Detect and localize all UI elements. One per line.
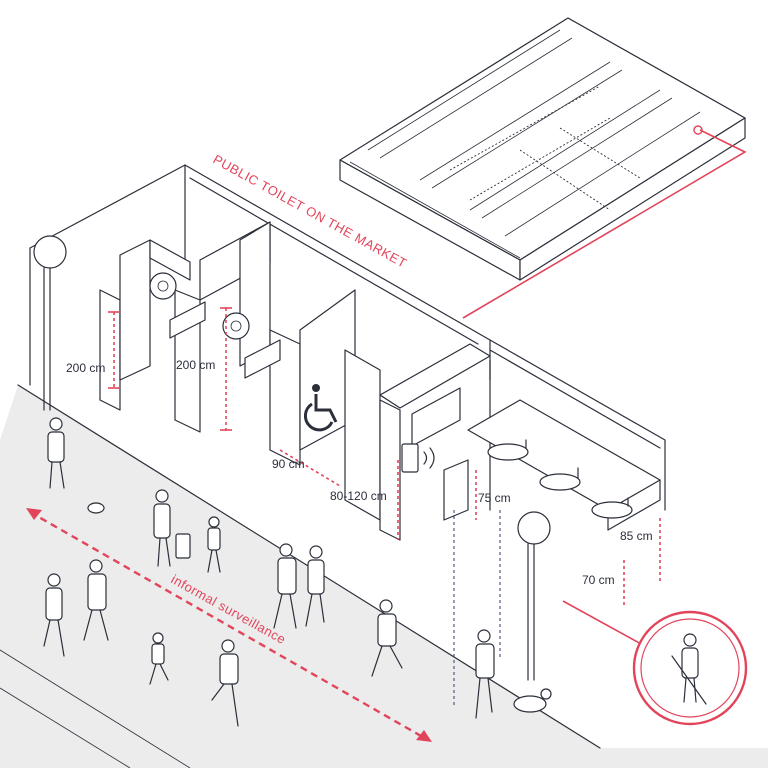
jogger	[371, 599, 403, 677]
counter-high-label: 85 cm	[620, 529, 653, 543]
connector-cleaner	[562, 600, 653, 651]
toilets	[169, 301, 281, 379]
person-with-guide-dog	[475, 629, 552, 719]
cleaner-icon	[632, 610, 748, 726]
market-block	[339, 17, 746, 281]
toilet-paper-icon	[149, 272, 250, 340]
surveillance-arrow	[26, 508, 432, 742]
child-2	[149, 632, 169, 685]
stall-height-mid-label: 200 cm	[176, 358, 215, 372]
bin-height-label: 75 cm	[478, 491, 511, 505]
waste-bin	[443, 459, 469, 521]
couple-left	[43, 559, 109, 657]
rail-height-label: 80-120 cm	[330, 489, 387, 503]
couple-middle	[273, 543, 325, 629]
sinks	[487, 439, 633, 519]
hand-dryer-icon	[401, 443, 435, 473]
connector-market	[462, 129, 747, 319]
counter-low-label: 70 cm	[582, 573, 615, 587]
child-1	[207, 516, 221, 573]
person-with-dog-left	[47, 417, 105, 514]
changing-table	[411, 387, 461, 447]
pedestrians	[43, 417, 552, 727]
wheelchair-icon	[303, 384, 338, 432]
toilet-building	[29, 164, 666, 541]
street-lamp-icon	[33, 235, 551, 681]
dimension-lines	[108, 307, 661, 706]
stall-height-left-label: 200 cm	[66, 361, 105, 375]
door-width-label: 90 cm	[272, 457, 305, 471]
runner	[211, 639, 239, 727]
person-with-suitcase	[153, 489, 191, 567]
